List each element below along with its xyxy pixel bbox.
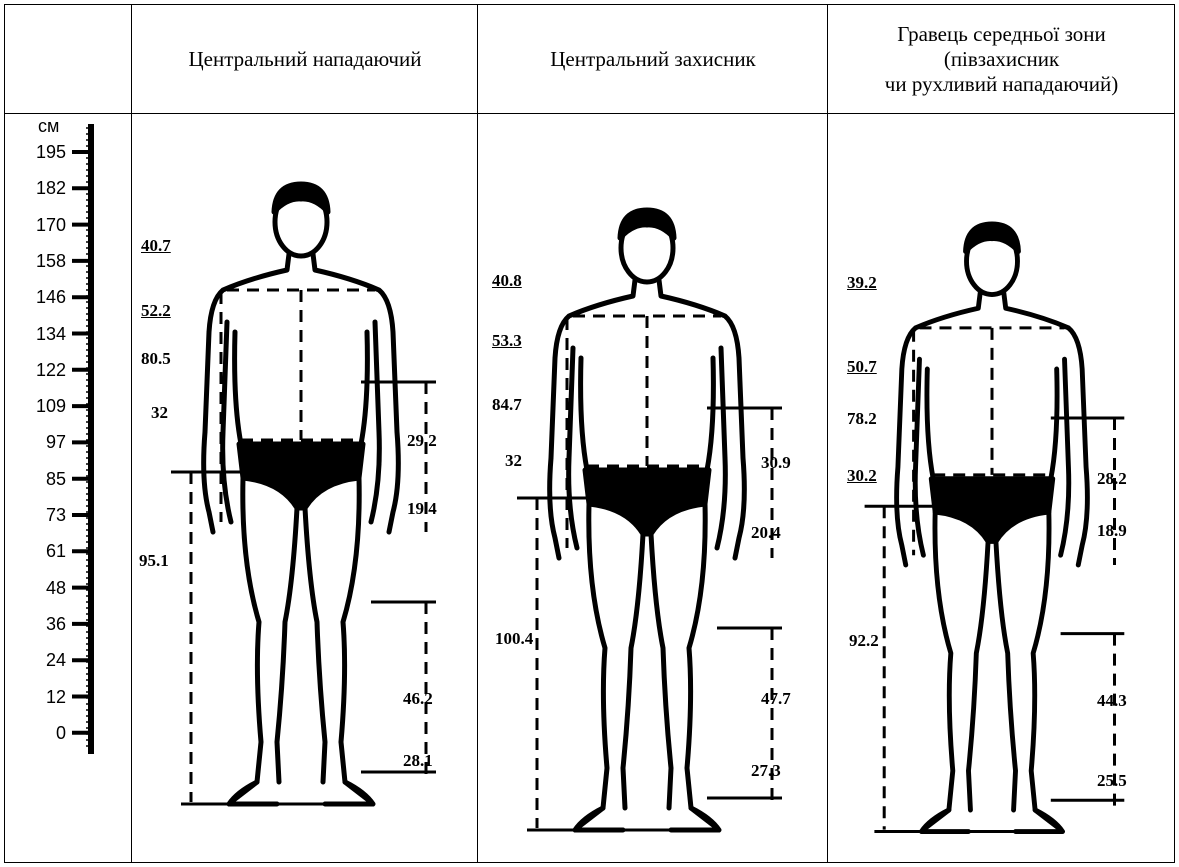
measure-waist: 32 — [505, 452, 522, 469]
measure-shoulders: 40.8 — [492, 272, 522, 289]
scale-ruler — [10, 114, 128, 764]
player-silhouette — [477, 112, 825, 859]
shorts — [585, 470, 709, 534]
measure-trunk: 80.5 — [141, 350, 171, 367]
header-midfielder-line-2: (півзахисник — [944, 47, 1059, 72]
measure-chest: 50.7 — [847, 358, 877, 375]
measure-waist: 32 — [151, 404, 168, 421]
measure-forearm: 20.4 — [751, 524, 781, 541]
feet — [575, 808, 719, 830]
legs — [923, 512, 1060, 830]
legs — [231, 478, 371, 802]
figure-central-forward: 40.7 52.2 80.5 32 29.2 19.4 95.1 46.2 28… — [131, 112, 475, 859]
legs — [577, 504, 717, 828]
measure-leg: 95.1 — [139, 552, 169, 569]
header-midfielder-line-1: Гравець середньої зони — [897, 22, 1106, 47]
player-silhouette — [131, 112, 475, 859]
measure-trunk: 84.7 — [492, 396, 522, 413]
measure-upper-arm: 28.2 — [1097, 470, 1127, 487]
measure-upper-arm: 29.2 — [407, 432, 437, 449]
header-midfielder-line-3: чи рухливий нападаючий) — [885, 72, 1118, 97]
measure-shoulders: 39.2 — [847, 274, 877, 291]
header-central-defender: Центральний захисник — [479, 5, 827, 114]
header-central-forward: Центральний нападаючий — [133, 5, 477, 114]
measure-foot: 25.5 — [1097, 772, 1127, 789]
measure-leg: 100.4 — [495, 630, 533, 647]
shorts — [931, 479, 1053, 542]
measure-shoulders: 40.7 — [141, 237, 171, 254]
feet — [921, 810, 1062, 832]
measure-shin: 44.3 — [1097, 692, 1127, 709]
measure-waist: 30.2 — [847, 467, 877, 484]
header-midfielder: Гравець середньої зони (півзахисник чи р… — [829, 5, 1174, 114]
measure-leg: 92.2 — [849, 632, 879, 649]
measure-shin: 46.2 — [403, 690, 433, 707]
measure-shin: 47.7 — [761, 690, 791, 707]
measure-forearm: 18.9 — [1097, 522, 1127, 539]
measure-chest: 53.3 — [492, 332, 522, 349]
figure-central-defender: 40.8 53.3 84.7 32 30.9 20.4 100.4 47.7 2… — [477, 112, 825, 859]
feet — [229, 782, 373, 804]
measure-trunk: 78.2 — [847, 410, 877, 427]
measure-foot: 27.3 — [751, 762, 781, 779]
shorts — [239, 444, 363, 508]
measure-chest: 52.2 — [141, 302, 171, 319]
measure-upper-arm: 30.9 — [761, 454, 791, 471]
measure-foot: 28.1 — [403, 752, 433, 769]
measure-forearm: 19.4 — [407, 500, 437, 517]
figure-midfielder: 39.2 50.7 78.2 30.2 28.2 18.9 92.2 44.3 … — [827, 112, 1171, 859]
